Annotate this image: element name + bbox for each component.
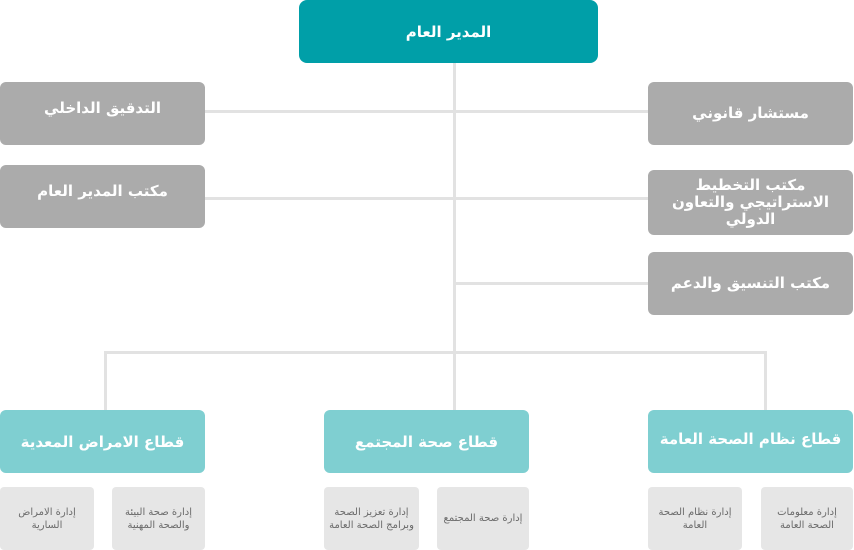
sector-label: قطاع نظام الصحة العامة [659,429,842,448]
connector-trunk [453,63,456,410]
department-label: إدارة صحة المجتمع [443,513,523,524]
sector-label: قطاع الامراض المعدية [20,432,185,451]
coordination-support-box: مكتب التنسيق والدعم [648,252,853,315]
internal-audit-box: التدقيق الداخلي [0,82,205,145]
department-label: إدارة صحة البيئة والصحة المهنية [125,506,192,531]
department-label: إدارة الامراض السارية [18,506,76,531]
legal-advisor-box: مستشار قانوني [648,82,853,145]
connector-row-3 [455,282,648,285]
dg-office-label: مكتب المدير العام [37,182,168,200]
sector-community-health: قطاع صحة المجتمع [324,410,529,473]
sector-label: قطاع صحة المجتمع [354,432,499,451]
sector-communicable-diseases: قطاع الامراض المعدية [0,410,205,473]
dept-public-health-information: إدارة معلومات الصحة العامة [761,487,853,550]
legal-advisor-label: مستشار قانوني [692,104,809,122]
sector-public-health-system: قطاع نظام الصحة العامة [648,410,853,473]
connector-row-1 [205,110,648,113]
connector-sector-bus [104,351,767,354]
department-label: إدارة نظام الصحة العامة [658,506,732,531]
department-label: إدارة تعزيز الصحة وبرامج الصحة العامة [329,506,414,531]
dept-health-promotion: إدارة تعزيز الصحة وبرامج الصحة العامة [324,487,419,550]
coordination-support-label: مكتب التنسيق والدعم [670,274,831,292]
dept-communicable-diseases: إدارة الامراض السارية [0,487,94,550]
connector-row-2 [205,197,648,200]
dept-public-health-system: إدارة نظام الصحة العامة [648,487,742,550]
director-general-box: المدير العام [299,0,598,63]
director-general-label: المدير العام [405,22,492,41]
department-label: إدارة معلومات الصحة العامة [777,506,837,531]
strategic-planning-label: مكتب التخطيط الاستراتيجي والتعاون الدولي [671,176,830,228]
strategic-planning-box: مكتب التخطيط الاستراتيجي والتعاون الدولي [648,170,853,235]
dept-community-health: إدارة صحة المجتمع [437,487,529,550]
connector-sector-left [104,351,107,410]
connector-sector-right [764,351,767,410]
internal-audit-label: التدقيق الداخلي [44,99,161,117]
dg-office-box: مكتب المدير العام [0,165,205,228]
dept-environmental-occupational-health: إدارة صحة البيئة والصحة المهنية [112,487,205,550]
